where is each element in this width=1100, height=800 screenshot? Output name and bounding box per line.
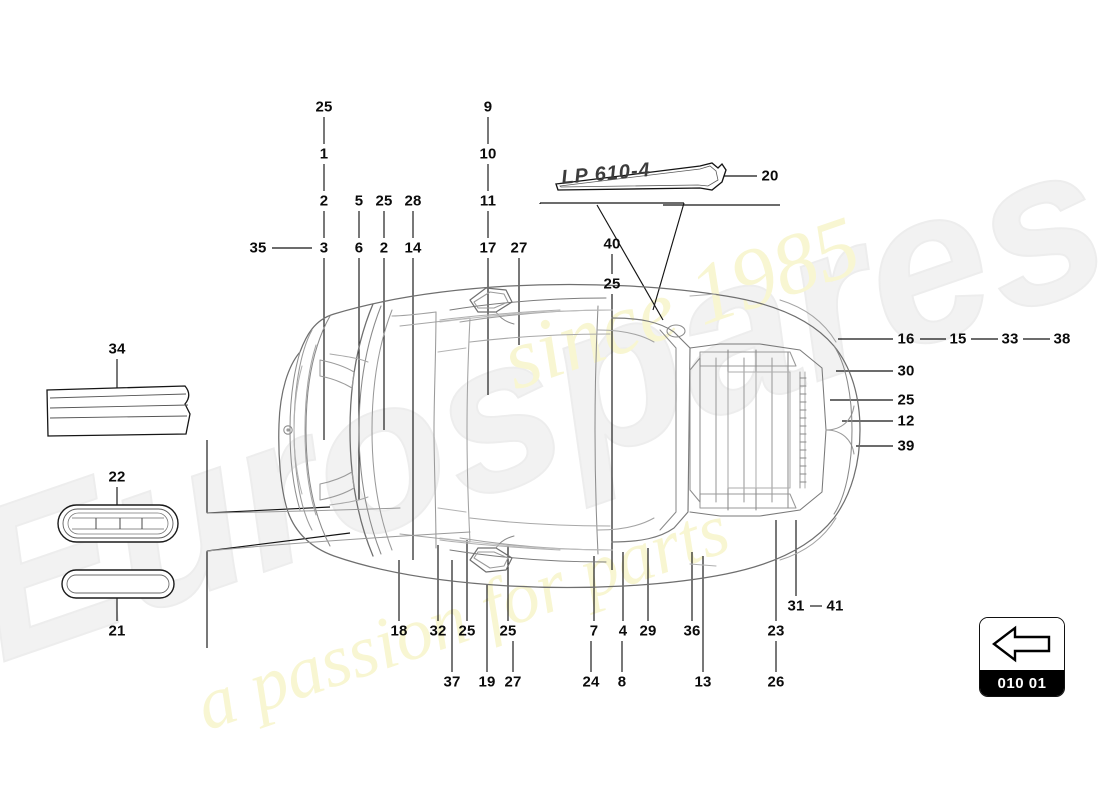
callout-number-18[interactable]: 18: [390, 622, 408, 640]
callout-number-25[interactable]: 25: [458, 622, 476, 640]
callout-number-26[interactable]: 26: [767, 673, 785, 691]
callout-number-23[interactable]: 23: [767, 622, 785, 640]
callout-number-17[interactable]: 17: [479, 239, 497, 257]
callout-number-11[interactable]: 11: [479, 192, 497, 210]
callout-number-1[interactable]: 1: [319, 145, 329, 163]
callout-number-9[interactable]: 9: [483, 98, 493, 116]
callout-number-14[interactable]: 14: [404, 239, 422, 257]
callout-number-27[interactable]: 27: [510, 239, 528, 257]
callout-number-37[interactable]: 37: [443, 673, 461, 691]
callout-number-41[interactable]: 41: [826, 597, 844, 615]
detail-part-22-oval-vent: [57, 504, 179, 543]
callout-number-38[interactable]: 38: [1053, 330, 1071, 348]
callout-number-36[interactable]: 36: [683, 622, 701, 640]
callout-number-25[interactable]: 25: [897, 391, 915, 409]
callout-number-30[interactable]: 30: [897, 362, 915, 380]
callout-number-32[interactable]: 32: [429, 622, 447, 640]
leader-lines: [116, 117, 1050, 672]
callout-number-25[interactable]: 25: [499, 622, 517, 640]
callout-number-21[interactable]: 21: [108, 622, 126, 640]
callout-number-34[interactable]: 34: [108, 340, 126, 358]
lp-610-4-badge: LP 610-4: [555, 159, 727, 191]
callout-number-24[interactable]: 24: [582, 673, 600, 691]
left-arrow-icon: [980, 618, 1064, 670]
callout-number-27[interactable]: 27: [504, 673, 522, 691]
callout-number-2[interactable]: 2: [319, 192, 329, 210]
callout-number-12[interactable]: 12: [897, 412, 915, 430]
reference-page-badge[interactable]: 010 01: [979, 617, 1065, 697]
callout-number-7[interactable]: 7: [589, 622, 599, 640]
callout-number-25[interactable]: 25: [315, 98, 333, 116]
detail-part-34-trim-strip: [46, 385, 191, 437]
callout-number-15[interactable]: 15: [949, 330, 967, 348]
callout-number-20[interactable]: 20: [761, 167, 779, 185]
callout-number-3[interactable]: 3: [319, 239, 329, 257]
callout-number-8[interactable]: 8: [617, 673, 627, 691]
callout-number-13[interactable]: 13: [694, 673, 712, 691]
callout-number-2[interactable]: 2: [379, 239, 389, 257]
callout-number-16[interactable]: 16: [897, 330, 915, 348]
callout-number-40[interactable]: 40: [603, 235, 621, 253]
callout-number-6[interactable]: 6: [354, 239, 364, 257]
callout-number-19[interactable]: 19: [478, 673, 496, 691]
callout-number-35[interactable]: 35: [249, 239, 267, 257]
callout-number-28[interactable]: 28: [404, 192, 422, 210]
callout-number-22[interactable]: 22: [108, 468, 126, 486]
callout-number-31[interactable]: 31: [787, 597, 805, 615]
reference-code-text: 010 01: [980, 670, 1064, 696]
callout-number-25[interactable]: 25: [603, 275, 621, 293]
callout-number-5[interactable]: 5: [354, 192, 364, 210]
detail-part-21-oval-trim: [61, 569, 175, 599]
callout-number-4[interactable]: 4: [618, 622, 628, 640]
car-top-view-drawing: [206, 283, 861, 589]
callout-number-29[interactable]: 29: [639, 622, 657, 640]
callout-number-39[interactable]: 39: [897, 437, 915, 455]
callout-number-25[interactable]: 25: [375, 192, 393, 210]
callout-number-33[interactable]: 33: [1001, 330, 1019, 348]
callout-number-10[interactable]: 10: [479, 145, 497, 163]
